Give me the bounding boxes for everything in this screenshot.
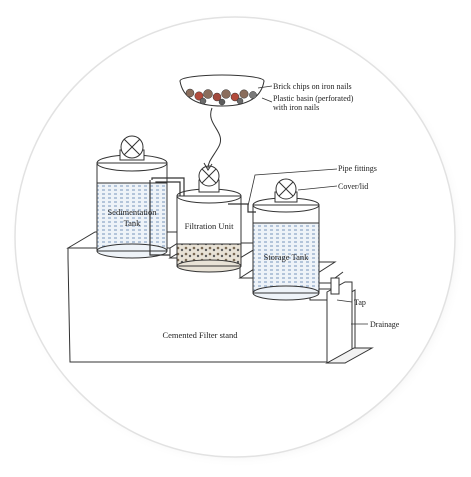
tap [318, 271, 344, 295]
storage-tank [252, 178, 320, 301]
label-plastic-basin-2: with iron nails [273, 103, 319, 112]
basin-inset [179, 74, 265, 107]
pipe-fittings [149, 177, 256, 256]
label-plastic-basin-1: Plastic basin (perforated) [273, 94, 354, 103]
label-filtration-unit: Filtration Unit [185, 221, 235, 231]
filtration-unit [176, 165, 242, 273]
label-sedimentation-2: Tank [124, 218, 142, 228]
detail-arrowhead [203, 162, 213, 171]
label-filter-stand: Cemented Filter stand [162, 330, 238, 340]
leader-lines [247, 85, 368, 325]
label-sedimentation-1: Sedimentation [107, 207, 157, 217]
label-brick-chips: Brick chips on iron nails [273, 82, 352, 91]
label-pipe-fittings: Pipe fittings [338, 164, 377, 173]
detail-arrow [207, 107, 221, 169]
drainage-channel [325, 281, 374, 364]
label-storage-tank: Storage Tank [264, 252, 310, 262]
label-cover-lid: Cover/lid [338, 182, 368, 191]
label-tap: Tap [354, 298, 366, 307]
label-drainage: Drainage [370, 320, 400, 329]
